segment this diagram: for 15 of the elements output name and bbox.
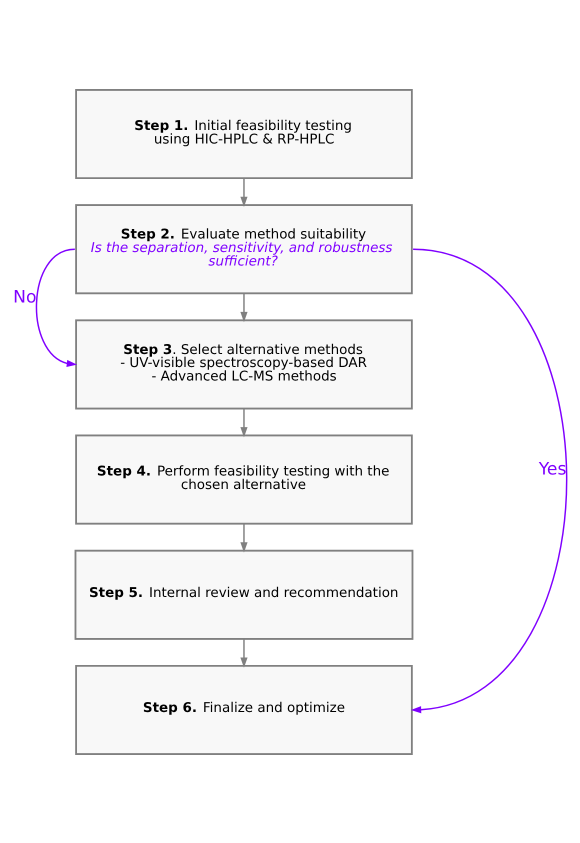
node-box: Step 3. Select alternative methods - UV-visible spectroscopy-based DAR - Advanced LC-MS methods	[75, 318, 413, 409]
arrow	[240, 638, 248, 668]
arrow	[410, 248, 568, 713]
edge-label: Yes	[538, 459, 566, 480]
arrow	[240, 523, 248, 552]
node-box: Step 5. Internal review and recommendation	[74, 549, 414, 640]
node-box: Step 4. Perform feasibility testing with the chosen alternative	[75, 434, 413, 524]
arrow	[36, 248, 78, 367]
arrow	[240, 292, 248, 322]
arrow	[240, 408, 248, 437]
node-box: Step 1. Initial feasibility testing using HIC-HPLC & RP-HPLC	[75, 88, 413, 179]
node-box: Step 6. Finalize and optimize	[75, 664, 413, 755]
edge-label: No	[13, 286, 36, 307]
node-box: Step 2. Evaluate method suitability Is the separation, sensitivity, and robustness sufficient?	[75, 204, 413, 294]
arrow	[240, 178, 248, 207]
